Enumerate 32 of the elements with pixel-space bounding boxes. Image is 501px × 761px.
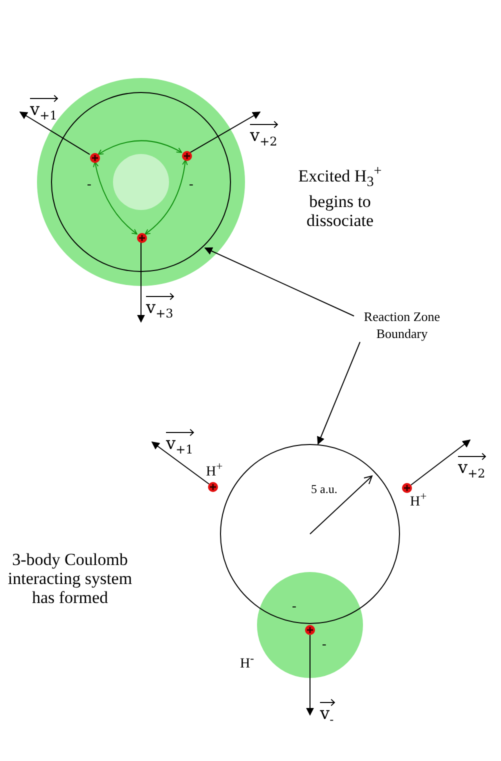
interaction-arrow [93, 161, 138, 235]
charge-sign: - [87, 176, 92, 192]
radius-label: 5 a.u. [311, 482, 338, 497]
velocity-label: v$_{+2}$ [250, 122, 278, 150]
velocity-label: v$_{-}$ [320, 700, 334, 728]
velocity-arrow [151, 442, 210, 485]
callout-text: Reaction Zone Boundary [352, 308, 452, 344]
velocity-label: v$_{+3}$ [146, 294, 174, 322]
velocity-arrow [19, 112, 90, 155]
proton-dot [402, 483, 412, 493]
charge-sign: - [322, 636, 326, 652]
velocity-arrow [306, 634, 314, 716]
leader-line [204, 247, 354, 316]
leader-line [317, 342, 360, 445]
proton-dot [305, 625, 315, 635]
caption-text: 3-body Coulomb interacting system has formed [6, 550, 134, 607]
ion-label: H$^{+}$ [410, 490, 427, 511]
proton-dot [208, 482, 218, 492]
velocity-arrow [137, 242, 145, 323]
charge-sign: - [292, 598, 296, 614]
proton-dot [137, 233, 147, 243]
proton-dot [182, 151, 192, 161]
velocity-arrow [410, 440, 471, 486]
velocity-label: v$_{+1}$ [166, 430, 194, 458]
ion-label: H$^{+}$ [206, 460, 223, 481]
velocity-label: v$_{+2}$ [458, 454, 486, 482]
velocity-arrow [190, 112, 261, 153]
charge-sign: - [189, 176, 194, 192]
proton-dot [90, 153, 100, 163]
interaction-arrow [144, 159, 188, 235]
interaction-arrow [98, 140, 182, 155]
ion-label: H$^{-}$ [240, 652, 254, 673]
